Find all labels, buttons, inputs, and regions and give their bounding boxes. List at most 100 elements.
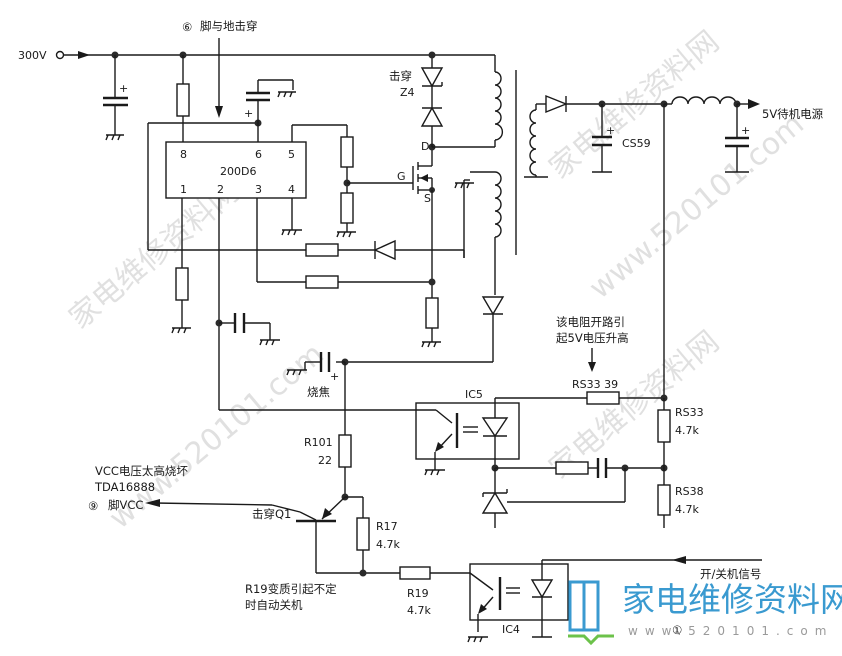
figure-number: ① (672, 623, 682, 637)
svg-text:VCC电压太高烧坏: VCC电压太高烧坏 (95, 464, 188, 478)
capacitor-cs59: + CS59 (592, 104, 651, 173)
svg-text:4.7k: 4.7k (376, 538, 400, 551)
svg-text:击穿: 击穿 (389, 69, 412, 83)
svg-text:Z4: Z4 (400, 86, 415, 99)
optocoupler-ic4: IC4 (467, 560, 569, 643)
input-label: 300V (18, 49, 47, 62)
ground-icon (259, 339, 280, 346)
diode-feedback (373, 239, 396, 261)
transformer-secondary (524, 103, 548, 178)
output-label: 5V待机电源 (762, 107, 824, 121)
svg-text:RS38: RS38 (675, 485, 704, 498)
resistor-rs38 (657, 484, 671, 516)
svg-text:RS33: RS33 (675, 406, 704, 419)
annotation-r19-degraded: R19变质引起不定 时自动关机 (245, 582, 337, 612)
svg-text:S: S (424, 192, 431, 205)
svg-text:击穿Q1: 击穿Q1 (252, 507, 291, 521)
resistor-r101 (338, 434, 352, 468)
arrow-icon (672, 556, 686, 564)
svg-text:8: 8 (180, 148, 187, 161)
annotation-burnt: 烧焦 (307, 385, 330, 399)
svg-text:IC4: IC4 (502, 623, 520, 636)
resistor-startup (176, 83, 190, 117)
svg-text:4.7k: 4.7k (675, 424, 699, 437)
input-300v: 300V (18, 49, 495, 62)
ground-icon (277, 91, 296, 98)
diode-aux (481, 296, 505, 316)
arrow-icon (748, 99, 760, 109)
svg-text:CS59: CS59 (622, 137, 651, 150)
resistor-comp (555, 461, 589, 475)
svg-text:R19变质引起不定: R19变质引起不定 (245, 582, 337, 596)
resistor-r17 (356, 517, 370, 551)
svg-text:4: 4 (288, 183, 295, 196)
svg-text:D: D (421, 140, 429, 153)
svg-text:4.7k: 4.7k (675, 503, 699, 516)
svg-text:脚VCC: 脚VCC (108, 498, 143, 512)
input-capacitor: + (103, 55, 128, 141)
ground-icon (286, 369, 307, 376)
resistor-gate (340, 136, 354, 168)
resistor-rs33 (657, 409, 671, 443)
annotation-vcc-burn: VCC电压太高烧坏 TDA16888 ⑨ 脚VCC (88, 464, 188, 513)
svg-text:⑥: ⑥ (182, 20, 192, 34)
ground-icon (421, 341, 441, 348)
resistor-sense (425, 297, 439, 329)
output-inductor (671, 96, 737, 105)
svg-text:R19: R19 (407, 587, 429, 600)
ground-icon (454, 182, 474, 189)
arrow-icon (78, 51, 90, 59)
ground-icon (467, 636, 488, 643)
ic-name: 200D6 (220, 165, 256, 178)
resistor-rs33-39 (586, 391, 620, 405)
svg-text:1: 1 (180, 183, 187, 196)
svg-text:G: G (397, 170, 406, 183)
svg-text:+: + (606, 124, 615, 137)
resistor-feedback (305, 243, 339, 257)
ground-icon (424, 469, 445, 476)
svg-text:5: 5 (288, 148, 295, 161)
book-icon (568, 634, 614, 646)
annotation-rs33-open: 该电阻开路引 起5V电压升高 (556, 315, 629, 372)
ground-icon (281, 229, 302, 236)
watermark-text: 家电维修资料网 (543, 24, 726, 186)
shunt-regulator (481, 468, 626, 528)
transformer-aux (454, 171, 502, 295)
optocoupler-ic5: IC5 (413, 388, 520, 476)
annotation-pin6-short: ⑥ 脚与地击穿 (182, 19, 258, 118)
capacitor-burnt: + 烧焦 (286, 352, 345, 399)
ground-icon (336, 231, 356, 238)
svg-text:+: + (119, 82, 128, 95)
resistor-gate-pulldown (340, 192, 354, 224)
svg-text:+: + (330, 370, 339, 383)
arrow-icon (215, 106, 223, 118)
svg-text:⑨: ⑨ (88, 499, 98, 513)
site-logo: 家电维修资料网 www.520101.com (568, 580, 842, 646)
ground-icon (105, 134, 124, 141)
transistor-q1: 击穿Q1 (252, 496, 346, 573)
svg-text:该电阻开路引: 该电阻开路引 (556, 315, 625, 329)
svg-text:RS33 39: RS33 39 (572, 378, 618, 391)
transformer-primary (494, 55, 504, 141)
zener-z4: 击穿 Z4 (389, 51, 444, 147)
svg-text:R101: R101 (304, 436, 333, 449)
svg-text:+: + (741, 124, 750, 137)
svg-text:TDA16888: TDA16888 (94, 480, 155, 494)
svg-text:3: 3 (255, 183, 262, 196)
input-terminal (55, 50, 65, 60)
resistor-pin1 (175, 267, 189, 301)
ground-icon (171, 327, 191, 334)
mosfet: G D S (397, 140, 433, 205)
svg-text:R17: R17 (376, 520, 398, 533)
svg-text:脚与地击穿: 脚与地击穿 (200, 19, 258, 33)
arrow-icon (588, 362, 596, 372)
svg-text:22: 22 (318, 454, 332, 467)
resistor-r19 (399, 566, 431, 580)
svg-text:6: 6 (255, 148, 262, 161)
output-diode (545, 94, 568, 114)
svg-text:IC5: IC5 (465, 388, 483, 401)
svg-text:起5V电压升高: 起5V电压升高 (556, 331, 629, 345)
svg-text:+: + (244, 107, 253, 120)
resistor-sense-filter (305, 275, 339, 289)
